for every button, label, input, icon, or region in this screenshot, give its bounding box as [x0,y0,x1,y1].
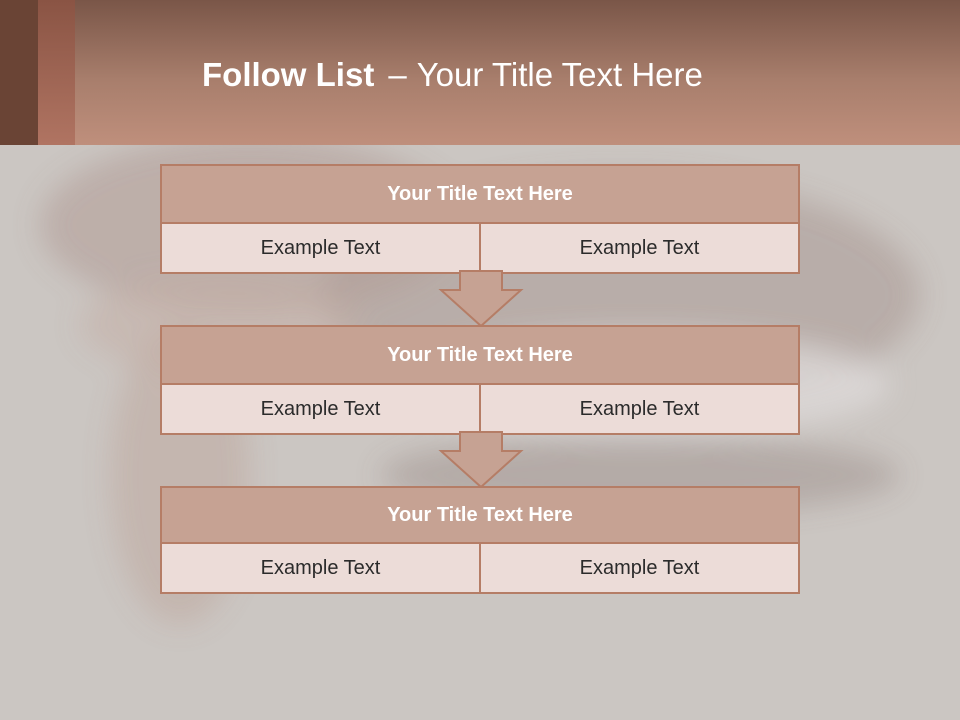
header-accent-bar [38,0,75,145]
slide-title-dash: – [388,56,407,93]
step-cell-right: Example Text [479,224,798,272]
step-cell-left: Example Text [162,544,479,592]
step-cell-right: Example Text [479,544,798,592]
down-arrow-icon [438,431,524,489]
step-box: Your Title Text Here Example Text Exampl… [160,164,800,274]
step-title: Your Title Text Here [162,488,798,544]
step-title: Your Title Text Here [162,166,798,224]
slide-header: Follow List–Your Title Text Here [0,0,960,145]
step-box: Your Title Text Here Example Text Exampl… [160,325,800,435]
step-row: Example Text Example Text [162,224,798,272]
step-cell-left: Example Text [162,385,479,433]
step-title: Your Title Text Here [162,327,798,385]
slide-title: Follow List–Your Title Text Here [202,56,703,94]
step-row: Example Text Example Text [162,544,798,592]
step-cell-right: Example Text [479,385,798,433]
step-cell-left: Example Text [162,224,479,272]
slide-title-rest: Your Title Text Here [416,56,703,93]
slide-title-bold: Follow List [202,56,375,93]
header-accent-bar [0,0,38,145]
down-arrow-icon [438,270,524,328]
step-box: Your Title Text Here Example Text Exampl… [160,486,800,594]
step-row: Example Text Example Text [162,385,798,433]
